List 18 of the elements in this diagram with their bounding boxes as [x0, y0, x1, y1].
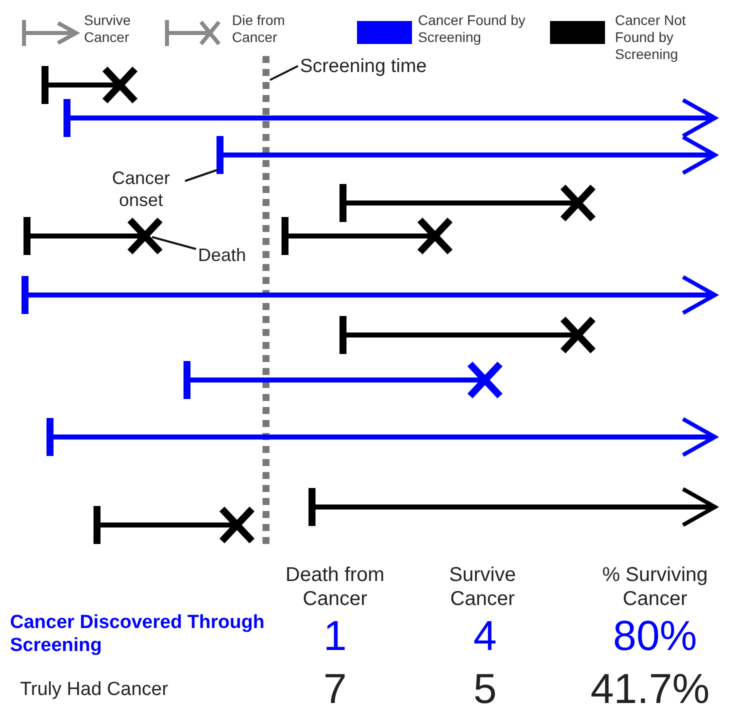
leader-line: [152, 236, 196, 250]
row-header: Truly Had Cancer: [20, 678, 170, 701]
legend-label: Die from Cancer: [232, 12, 286, 46]
leader-line: [184, 169, 218, 182]
table-value: 1: [322, 612, 348, 660]
table-value: 5: [472, 665, 498, 708]
table-value: 80%: [612, 612, 698, 660]
column-header: Survive Cancer: [448, 563, 517, 611]
column-header: % Surviving Cancer: [601, 563, 709, 611]
row-header: Cancer Discovered Through Screening: [10, 611, 265, 657]
legend-label: Cancer Not Found by Screening: [615, 12, 687, 63]
legend-label: Cancer Found by Screening: [418, 12, 526, 46]
legend-label: Survive Cancer: [84, 12, 132, 46]
table-value: 4: [472, 612, 498, 660]
table-value: 7: [322, 665, 348, 708]
leader-line: [270, 65, 298, 81]
table-value: 41.7%: [589, 665, 711, 708]
column-header: Death from Cancer: [284, 563, 386, 611]
